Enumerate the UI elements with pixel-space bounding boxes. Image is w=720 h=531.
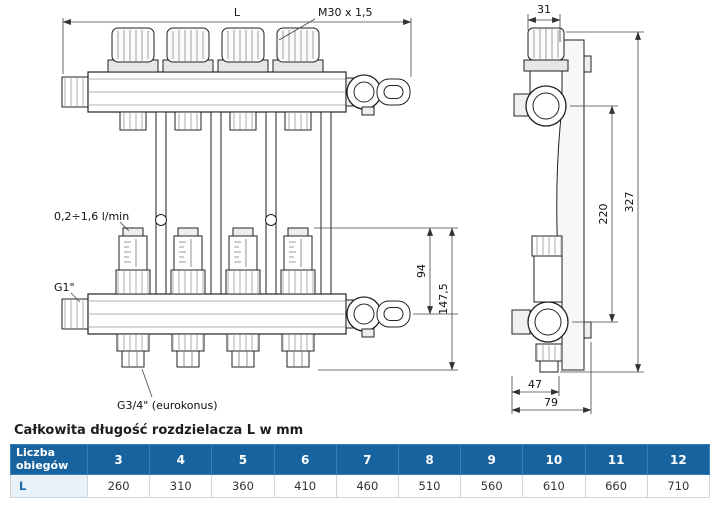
flow-meter-3 bbox=[225, 227, 261, 295]
dim-31-label: 31 bbox=[537, 3, 551, 16]
circuit-count-cell: 8 bbox=[397, 443, 462, 476]
length-table: Liczba obiegów 3 4 5 6 7 8 9 10 11 12 L … bbox=[10, 443, 711, 499]
bracket-tab-bottom bbox=[583, 321, 592, 339]
length-value-cell: 560 bbox=[460, 474, 524, 499]
flow-meter-2 bbox=[170, 227, 206, 295]
dim-79-label: 79 bbox=[544, 396, 558, 409]
inlet-thread-label: G1" bbox=[54, 281, 75, 294]
rail-hole-2 bbox=[265, 214, 277, 226]
row-label-L: L bbox=[10, 474, 88, 499]
front-view bbox=[61, 27, 411, 368]
supply-end-cap bbox=[61, 76, 89, 108]
support-rail-3 bbox=[265, 111, 277, 295]
header-circuits-label: Liczba obiegów bbox=[10, 443, 88, 476]
top-ball-valve bbox=[345, 74, 411, 116]
flow-meter-4 bbox=[280, 227, 316, 295]
length-value-cell: 660 bbox=[584, 474, 648, 499]
table-header-row: Liczba obiegów 3 4 5 6 7 8 9 10 11 12 bbox=[10, 443, 711, 476]
return-end-cap bbox=[61, 298, 89, 330]
circuit-count-cell: 12 bbox=[646, 443, 711, 476]
circuit-count-cell: 3 bbox=[86, 443, 151, 476]
circuit-count-cell: 10 bbox=[522, 443, 586, 476]
bottom-ball-valve bbox=[345, 296, 411, 338]
support-rail-2 bbox=[210, 111, 222, 295]
dim-220-label: 220 bbox=[597, 204, 610, 225]
length-value-cell: 310 bbox=[149, 474, 213, 499]
flow-range-label: 0,2÷1,6 l/min bbox=[54, 210, 129, 223]
return-beam bbox=[87, 293, 347, 335]
dim-94-label: 94 bbox=[415, 264, 428, 278]
eurokonus-outlet-3 bbox=[226, 333, 260, 368]
circuit-count-cell: 5 bbox=[211, 443, 275, 476]
stub-2 bbox=[174, 111, 202, 131]
circuit-count-cell: 4 bbox=[149, 443, 213, 476]
circuit-count-cell: 7 bbox=[335, 443, 399, 476]
stub-3 bbox=[229, 111, 257, 131]
bracket-tab-top bbox=[583, 55, 592, 73]
valve-cap-3 bbox=[217, 27, 269, 73]
front-dimension-lines bbox=[62, 18, 458, 398]
stub-4 bbox=[284, 111, 312, 131]
support-rail-1 bbox=[155, 111, 167, 295]
manifold-technical-drawing: L M30 x 1,5 0,2÷1,6 l/min G1" G3/4" (eur… bbox=[54, 3, 644, 414]
dim-327-label: 327 bbox=[623, 192, 636, 213]
dim-L-label: L bbox=[234, 6, 241, 19]
eurokonus-outlet-1 bbox=[116, 333, 150, 368]
thread-size-label: M30 x 1,5 bbox=[318, 6, 372, 19]
circuit-count-cell: 9 bbox=[460, 443, 524, 476]
eurokonus-outlet-2 bbox=[171, 333, 205, 368]
flow-meter-1 bbox=[115, 227, 151, 295]
valve-cap-1 bbox=[107, 27, 159, 73]
support-rail-4 bbox=[320, 111, 332, 295]
circuit-count-cell: 11 bbox=[584, 443, 648, 476]
valve-cap-4 bbox=[272, 27, 324, 73]
length-value-cell: 610 bbox=[522, 474, 586, 499]
length-value-cell: 260 bbox=[86, 474, 151, 499]
circuit-count-cell: 6 bbox=[273, 443, 337, 476]
valve-cap-2 bbox=[162, 27, 214, 73]
stub-1 bbox=[119, 111, 147, 131]
rail-hole-1 bbox=[155, 214, 167, 226]
length-value-cell: 510 bbox=[397, 474, 462, 499]
manifold-drawing-area: L M30 x 1,5 0,2÷1,6 l/min G1" G3/4" (eur… bbox=[54, 3, 644, 414]
dim-147-label: 147,5 bbox=[437, 283, 450, 315]
table-length-row: L 260 310 360 410 460 510 560 610 660 71… bbox=[10, 474, 711, 499]
dim-47-label: 47 bbox=[528, 378, 542, 391]
table-caption: Całkowita długość rozdzielacza L w mm bbox=[14, 423, 304, 438]
supply-beam bbox=[87, 71, 347, 113]
side-dimension-lines bbox=[511, 14, 644, 414]
eurokonus-outlet-4 bbox=[281, 333, 315, 368]
side-view bbox=[511, 27, 592, 373]
length-value-cell: 410 bbox=[273, 474, 337, 499]
outlet-thread-label: G3/4" (eurokonus) bbox=[117, 399, 218, 412]
length-value-cell: 460 bbox=[335, 474, 399, 499]
length-value-cell: 360 bbox=[211, 474, 275, 499]
length-value-cell: 710 bbox=[646, 474, 711, 499]
